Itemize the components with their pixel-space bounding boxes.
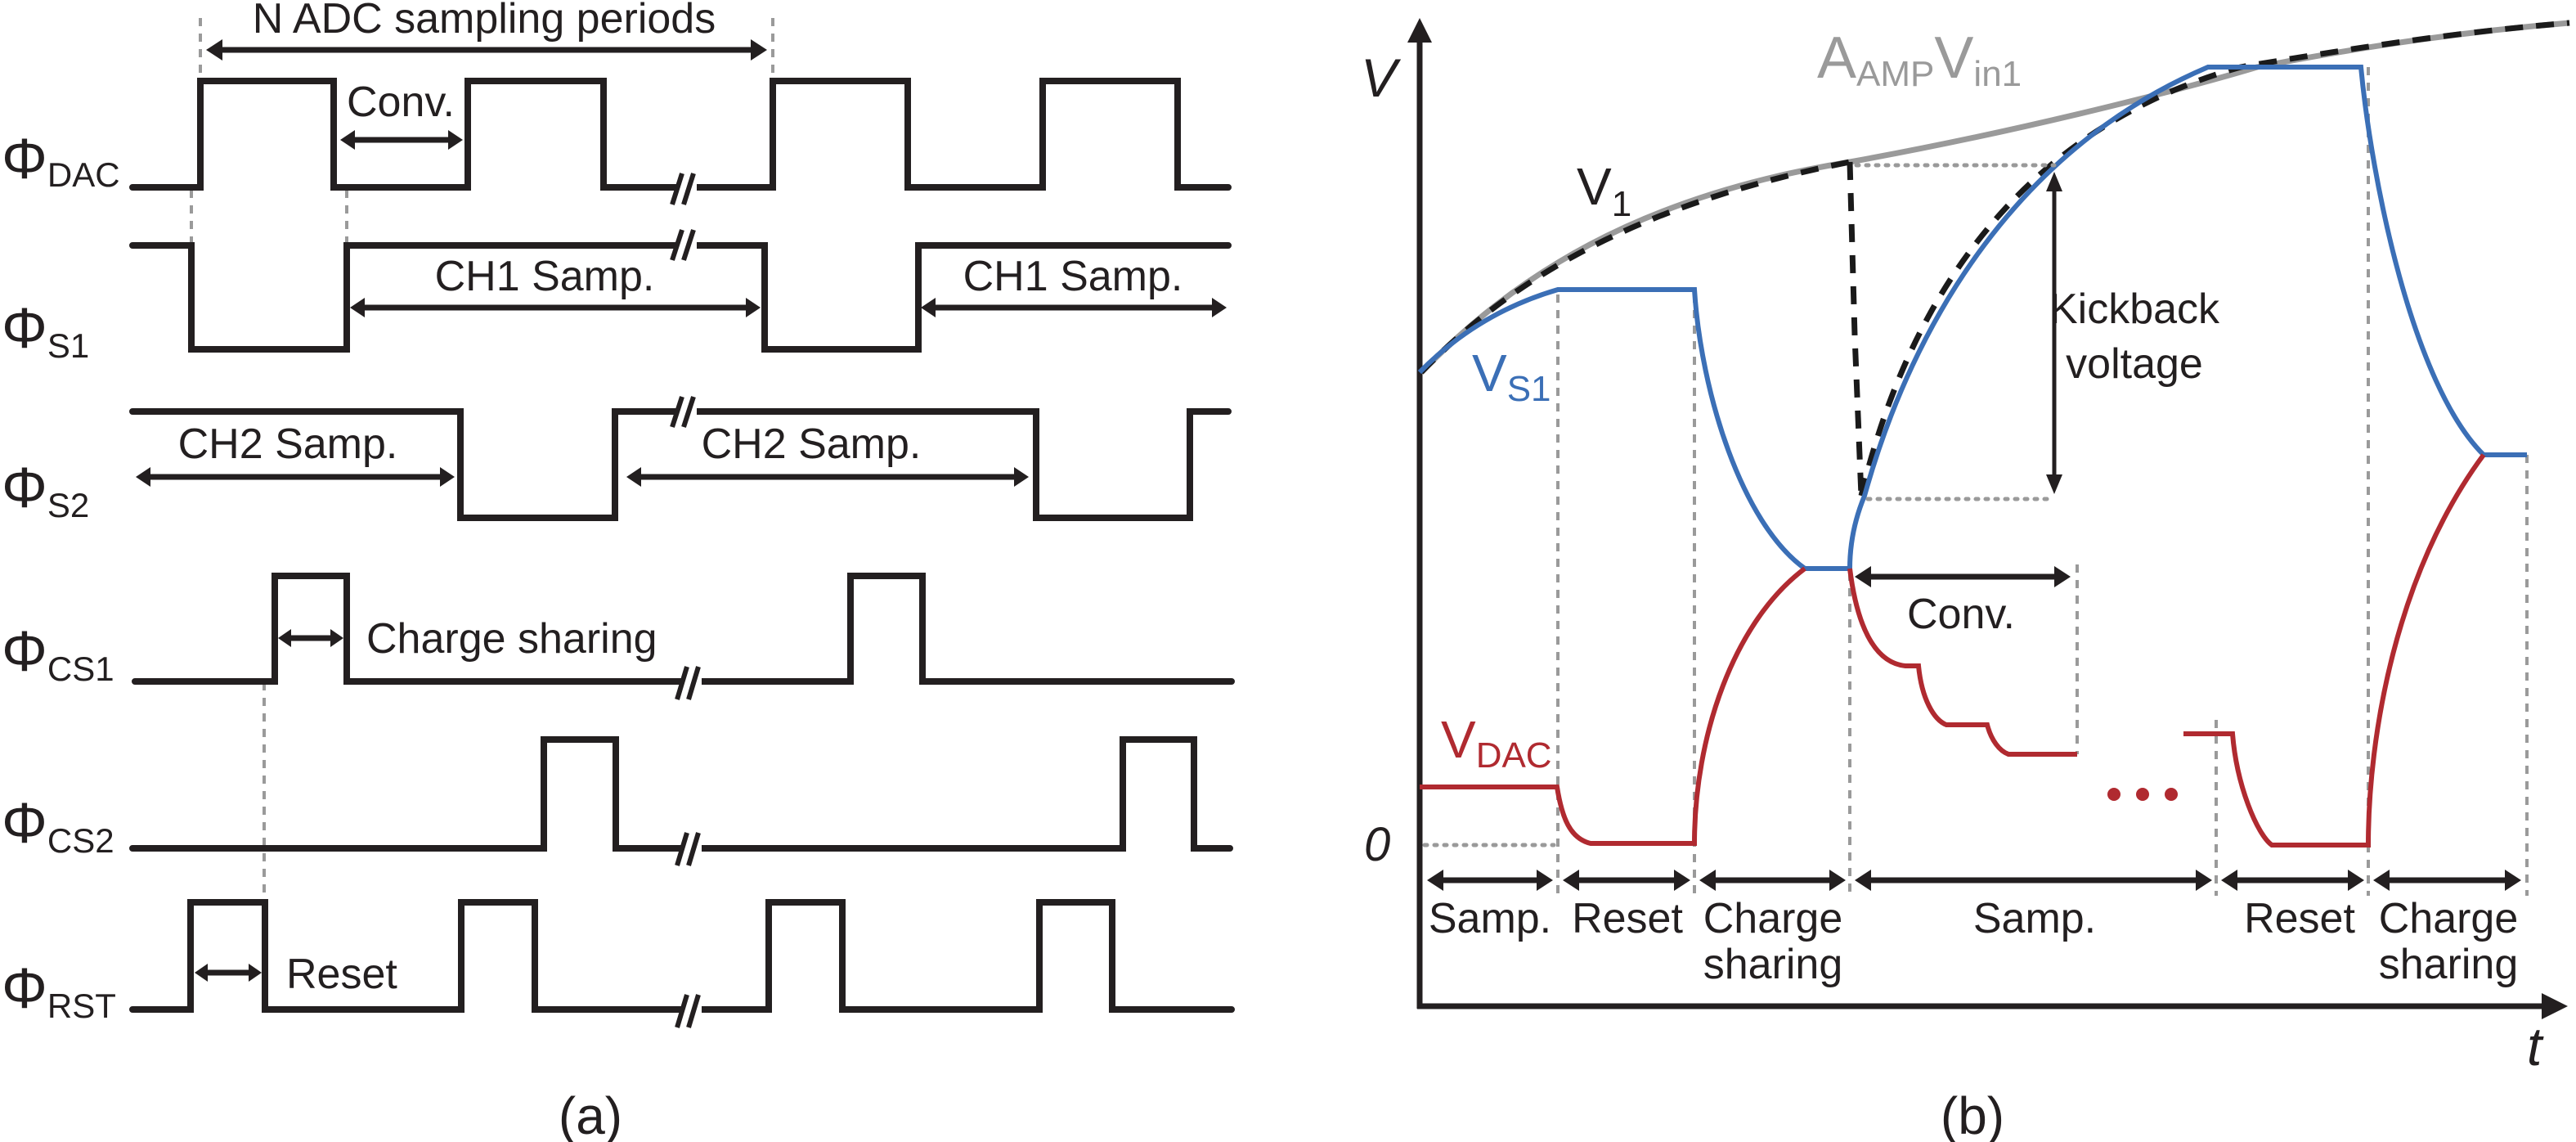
phase-label-samp-2: Samp.: [1973, 895, 2096, 942]
kickback-label-line1: Kickback: [2049, 286, 2220, 333]
curve-vs1-tracking: [1418, 287, 1559, 374]
signal-label-phi-s2: ΦS2: [2, 456, 89, 524]
charge-sharing-arrow: [278, 629, 343, 647]
y-axis-arrowhead: [1407, 18, 1432, 43]
signal-label-phi-cs2: ΦCS2: [2, 791, 114, 860]
conv-arrow: [340, 130, 463, 150]
zero-label: 0: [1364, 818, 1390, 871]
svg-text:ΦCS1: ΦCS1: [2, 619, 114, 688]
kickback-arrow: [2046, 172, 2062, 494]
ch2-samp-label-1: CH2 Samp.: [178, 420, 398, 468]
reset-arrow: [195, 964, 262, 982]
ch1-samp-arrow-2: [921, 298, 1227, 317]
waveform-phi-rst: [129, 899, 1235, 1013]
phase-arrow-charge-sharing-2: [2373, 870, 2521, 891]
panel-a-caption: (a): [559, 1086, 622, 1142]
phase-label-reset-2: Reset: [2244, 895, 2355, 942]
svg-text:ΦDAC: ΦDAC: [2, 127, 120, 194]
ellipsis-dots: [2107, 788, 2178, 801]
phase-arrow-reset-2: [2221, 870, 2364, 891]
phase-arrows: [1427, 870, 2521, 891]
waveform-phi-cs1: [132, 573, 1235, 685]
phase-arrow-samp-2: [1855, 870, 2212, 891]
curve-vdac-second: [2183, 453, 2486, 848]
break-marks: [670, 173, 702, 1028]
curve-vs1: [1417, 65, 2527, 571]
conv-label: Conv.: [347, 79, 455, 126]
waveform-phi-cs2: [129, 736, 1233, 852]
ch1-samp-label-2: CH1 Samp.: [963, 253, 1183, 300]
curve-vdac: [1420, 566, 1806, 846]
ch2-samp-arrow-2: [626, 467, 1029, 487]
phase-label-charge-sharing-1: Charge: [1703, 895, 1843, 942]
label-aamp-vin1: AAMPVin1: [1817, 25, 2022, 94]
phase-arrow-samp-1: [1427, 870, 1553, 891]
panel-b: V t 0: [1361, 18, 2570, 1142]
n-adc-span-arrow: [206, 39, 767, 61]
x-axis-arrowhead: [2542, 993, 2568, 1019]
ellipsis-dot: [2136, 788, 2149, 801]
label-v1: V1: [1577, 157, 1631, 224]
svg-text:ΦS2: ΦS2: [2, 456, 89, 524]
signal-label-phi-s1: ΦS1: [2, 296, 89, 365]
y-axis-label: V: [1361, 47, 1402, 108]
ellipsis-dot: [2107, 788, 2120, 801]
conv-arrow-b: [1855, 566, 2071, 587]
x-axis-label: t: [2527, 1016, 2544, 1077]
n-adc-sampling-periods-label: N ADC sampling periods: [253, 0, 716, 43]
phase-label-charge-sharing-2: Charge: [2379, 895, 2519, 942]
curve-v1-recovery: [1858, 20, 2570, 497]
reset-label: Reset: [286, 951, 397, 998]
label-vs1: VS1: [1472, 344, 1551, 409]
curve-vdac-conversion: [1847, 568, 2077, 757]
curve-v1-kickback-drop: [1847, 161, 1865, 497]
ch2-samp-arrow-1: [136, 467, 455, 487]
phase-label-reset-1: Reset: [1572, 895, 1683, 942]
panel-a: N ADC sampling periods ΦDAC ΦS1 ΦS2 ΦCS1…: [2, 0, 1235, 1142]
kickback-label-line2: voltage: [2066, 340, 2203, 388]
signal-label-phi-rst: ΦRST: [2, 956, 116, 1025]
ch2-samp-label-2: CH2 Samp.: [702, 420, 922, 468]
phase-label-charge-sharing-1-line2: sharing: [1703, 941, 1843, 988]
waveform-phi-s2: [129, 408, 1232, 521]
charge-sharing-label: Charge sharing: [366, 615, 657, 663]
waveform-phi-dac: [129, 78, 1232, 191]
waveform-phi-s1: [129, 242, 1232, 353]
svg-text:ΦRST: ΦRST: [2, 956, 116, 1025]
ch1-samp-arrow-1: [350, 298, 761, 317]
curve-v1: [1419, 159, 1851, 375]
svg-text:ΦS1: ΦS1: [2, 296, 89, 365]
ellipsis-dot: [2165, 788, 2178, 801]
signal-label-phi-dac: ΦDAC: [2, 127, 120, 194]
signal-label-phi-cs1: ΦCS1: [2, 619, 114, 688]
ch1-samp-label-1: CH1 Samp.: [435, 253, 655, 300]
panel-b-caption: (b): [1941, 1086, 2004, 1142]
conv-label-b: Conv.: [1907, 591, 2015, 638]
phase-arrow-reset-1: [1563, 870, 1690, 891]
phase-label-charge-sharing-2-line2: sharing: [2379, 941, 2519, 988]
phase-label-samp-1: Samp.: [1429, 895, 1551, 942]
label-vdac: VDAC: [1441, 710, 1552, 776]
phase-arrow-charge-sharing-1: [1699, 870, 1846, 891]
svg-text:ΦCS2: ΦCS2: [2, 791, 114, 860]
